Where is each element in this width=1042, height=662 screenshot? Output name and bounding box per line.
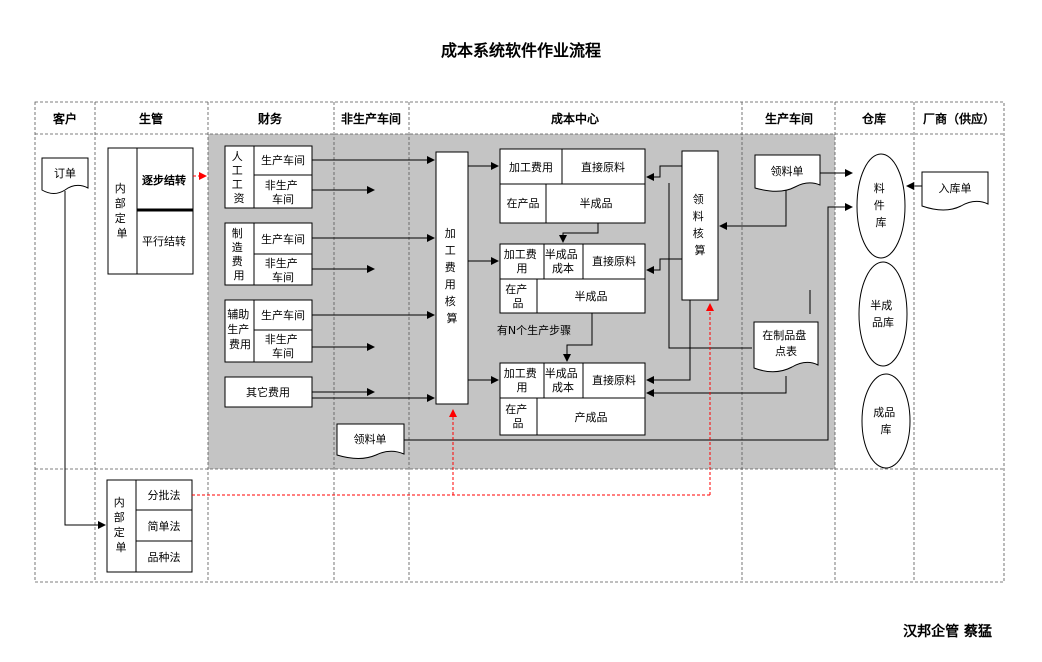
svg-text:直接原料: 直接原料 [592,373,636,387]
column-header-production-workshop: 生产车间 [765,111,813,126]
svg-text:料 件 库: 料 件 库 [874,181,889,229]
other-cost-box: 其它费用 [224,376,313,408]
svg-text:加工费 用: 加工费 用 [504,367,541,394]
svg-text:非生产 车间: 非生产 车间 [265,332,302,360]
step-transfer-label: 逐步结转 [142,173,186,187]
simple-method-label: 简单法 [148,519,181,533]
svg-text:辅助 生产 费用: 辅助 生产 费用 [227,307,253,351]
svg-text:加工费用: 加工费用 [509,161,553,174]
svg-text:加 工 费 用: 加 工 费 用 核 算 [445,227,460,325]
material-calc-box: 领 料 核 算 [681,150,719,301]
svg-text:产成品: 产成品 [575,410,608,424]
author-signature: 汉邦企管 蔡猛 [903,623,992,640]
internal-order-top-box: 内 部 定 单 逐步结转 平行结转 [107,147,194,275]
receipt-document: 入库单 [921,171,989,211]
order-flow-arrow [64,191,106,529]
svg-text:生产车间: 生产车间 [261,232,305,246]
semi-finished-warehouse-node: 半成 品库 [858,261,908,367]
variety-method-label: 品种法 [148,550,181,564]
column-headers: 客户 生管 财务 非生产车间 成本中心 生产车间 仓库 厂商（供应） [52,111,995,126]
finance-arrows [312,156,435,402]
svg-text:非生产 车间: 非生产 车间 [265,178,302,206]
svg-text:半成 品库: 半成 品库 [870,298,896,329]
stage-3-box: 加工费 用 半成品 成本 直接原料 在产 品 产成品 [499,362,646,436]
column-header-supplier: 厂商（供应） [923,111,995,126]
svg-text:直接原料: 直接原料 [581,160,625,174]
auxiliary-cost-box: 辅助 生产 费用 生产车间 非生产 车间 [224,299,313,363]
order-document: 订单 [41,157,89,194]
cost-center-material-doc: 领料单 [336,423,405,459]
svg-text:半成品: 半成品 [580,196,613,210]
parallel-transfer-label: 平行结转 [142,234,186,248]
svg-text:其它费用: 其它费用 [246,385,290,399]
stage-2-box: 加工费 用 半成品 成本 直接原料 在产 品 半成品 [499,243,646,314]
stage-1-box: 加工费用 直接原料 在产品 半成品 [499,148,646,224]
labor-cost-box: 人 工 工 资 生产车间 非生产 车间 [224,145,313,209]
processing-cost-calc-box: 加 工 费 用 核 算 [435,151,469,405]
svg-text:在产 品: 在产 品 [505,282,531,310]
svg-text:非生产 车间: 非生产 车间 [265,256,302,284]
svg-text:半成品 成本: 半成品 成本 [545,366,582,394]
internal-order-top-label: 内 部 定 单 [115,181,130,240]
svg-text:半成品 成本: 半成品 成本 [545,247,582,275]
batch-method-dashed-flows [192,303,714,496]
swimlane-grid [34,101,1005,583]
column-header-customer: 客户 [52,111,77,126]
n-steps-note: 有N个生产步骤 [497,323,571,337]
svg-text:制 造 费 用: 制 造 费 用 [232,227,247,282]
svg-text:领 料 核 算: 领 料 核 算 [693,193,708,257]
svg-text:生产车间: 生产车间 [261,153,305,167]
column-header-warehouse: 仓库 [861,111,886,126]
page-title: 成本系统软件作业流程 [441,41,601,60]
svg-text:入库单: 入库单 [939,182,972,195]
wip-count-report-doc: 在制品盘 点表 [753,321,819,373]
svg-text:在产品: 在产品 [507,196,540,210]
svg-text:成品 库: 成品 库 [873,406,899,436]
svg-text:在产 品: 在产 品 [505,402,531,430]
overhead-cost-box: 制 造 费 用 生产车间 非生产 车间 [224,222,313,286]
column-header-finance: 财务 [257,111,283,126]
material-warehouse-node: 料 件 库 [856,153,906,259]
cost-center-arrows [404,162,853,441]
internal-order-bottom-box: 内 部 定 单 分批法 简单法 品种法 [106,479,193,573]
svg-text:直接原料: 直接原料 [592,254,636,268]
column-header-non-production-workshop: 非生产车间 [341,111,401,126]
order-label: 订单 [54,167,76,180]
svg-text:加工费 用: 加工费 用 [504,248,541,275]
svg-text:在制品盘 点表: 在制品盘 点表 [762,328,810,358]
svg-text:领料单: 领料单 [771,164,804,178]
finished-goods-warehouse-node: 成品 库 [861,373,911,469]
internal-order-bottom-label: 内 部 定 单 [114,495,129,554]
svg-text:半成品: 半成品 [575,289,608,303]
svg-text:人 工 工 资: 人 工 工 资 [232,150,247,205]
column-header-cost-center: 成本中心 [551,111,599,126]
batch-method-label: 分批法 [148,488,181,502]
column-header-production-mgmt: 生管 [139,111,163,126]
workshop-material-doc: 领料单 [754,154,821,192]
svg-text:生产车间: 生产车间 [261,308,305,322]
svg-text:领料单: 领料单 [354,432,387,446]
